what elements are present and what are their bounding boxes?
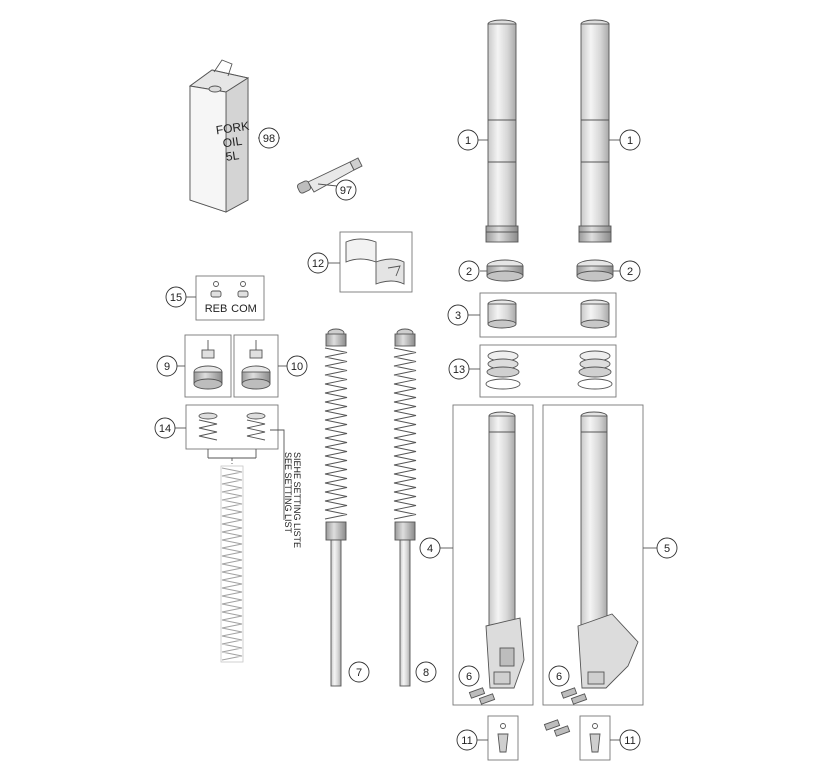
cartridge-left — [324, 328, 348, 687]
axle-bolts-left — [468, 687, 496, 705]
svg-text:13: 13 — [453, 364, 465, 376]
seal-set-right — [577, 350, 613, 390]
svg-text:5: 5 — [664, 543, 670, 555]
callout-13: 13 — [448, 358, 470, 380]
svg-text:8: 8 — [423, 667, 429, 679]
callout-1-right: 1 — [619, 129, 641, 151]
clamp-nut-right — [576, 259, 614, 282]
axle-bolts-right — [543, 687, 588, 737]
callout-2-right: 2 — [619, 260, 641, 282]
callout-98: 98 — [258, 127, 280, 149]
outer-tube-right — [578, 19, 612, 243]
can-label-line-3: 5L — [225, 148, 240, 164]
svg-text:6: 6 — [556, 671, 562, 683]
svg-text:12: 12 — [312, 258, 324, 270]
tool-box-12 — [339, 231, 413, 293]
inner-tube-left — [485, 411, 525, 689]
callout-10: 10 — [286, 355, 308, 377]
svg-text:97: 97 — [340, 185, 352, 197]
adjuster-box-15 — [195, 275, 265, 321]
callout-5: 5 — [656, 537, 678, 559]
svg-text:1: 1 — [627, 135, 633, 147]
short-spring-right — [246, 412, 266, 441]
main-spring — [220, 465, 244, 663]
bleeder-valve-left — [497, 723, 509, 753]
svg-text:2: 2 — [466, 266, 472, 278]
short-spring-left — [198, 412, 218, 441]
svg-text:11: 11 — [624, 735, 635, 747]
svg-text:7: 7 — [356, 667, 362, 679]
svg-text:11: 11 — [461, 735, 472, 747]
cartridge-right — [393, 328, 417, 687]
com-adjuster-icon — [237, 281, 249, 298]
spring-box-14 — [185, 404, 279, 450]
compression-cap — [241, 340, 271, 390]
seal-set-left — [485, 350, 521, 390]
svg-text:98: 98 — [263, 133, 275, 145]
clamp-nut-left — [486, 259, 524, 282]
callout-11-right: 11 — [619, 729, 641, 751]
svg-text:9: 9 — [164, 361, 170, 373]
callout-6-right: 6 — [548, 665, 570, 687]
leg-box-4 — [452, 404, 534, 706]
callout-4: 4 — [419, 537, 441, 559]
callout-7: 7 — [348, 661, 370, 683]
svg-text:10: 10 — [291, 361, 303, 373]
bushing-tool — [345, 238, 405, 285]
svg-text:1: 1 — [465, 135, 471, 147]
callout-3: 3 — [447, 304, 469, 326]
bushing-right — [580, 299, 610, 329]
valve-box-right — [579, 715, 611, 761]
outer-tube-left — [485, 19, 519, 243]
rebound-cap — [193, 340, 223, 390]
callout-6-left: 6 — [458, 665, 480, 687]
reb-adjuster-icon — [210, 281, 222, 298]
callout-8: 8 — [415, 661, 437, 683]
bushing-left — [487, 299, 517, 329]
callout-11-left: 11 — [456, 729, 478, 751]
can-label-line-2: OIL — [222, 134, 243, 151]
can-label-line-1: FORK — [215, 119, 250, 138]
seal-box-13 — [479, 344, 617, 398]
com-label: COM — [231, 303, 257, 315]
svg-text:3: 3 — [455, 310, 461, 322]
svg-text:14: 14 — [159, 423, 171, 435]
svg-text:2: 2 — [627, 266, 633, 278]
leg-box-5 — [542, 404, 644, 706]
callout-2-left: 2 — [458, 260, 480, 282]
callout-97: 97 — [335, 179, 357, 201]
setting-list-de: SIEHE SETTING LISTE — [292, 452, 302, 548]
valve-box-left — [487, 715, 519, 761]
bleeder-valve-right — [589, 723, 601, 753]
callout-12: 12 — [307, 252, 329, 274]
svg-text:15: 15 — [170, 292, 182, 304]
reb-label: REB — [205, 303, 228, 315]
svg-text:6: 6 — [466, 671, 472, 683]
fork-oil-can: FORK OIL 5L — [188, 59, 250, 213]
setting-list-en: SEE SETTING LIST — [283, 452, 293, 534]
inner-tube-right — [577, 411, 639, 689]
svg-text:4: 4 — [427, 543, 433, 555]
callout-15: 15 — [165, 286, 187, 308]
callout-9: 9 — [156, 355, 178, 377]
callout-1-left: 1 — [457, 129, 479, 151]
callout-14: 14 — [154, 417, 176, 439]
